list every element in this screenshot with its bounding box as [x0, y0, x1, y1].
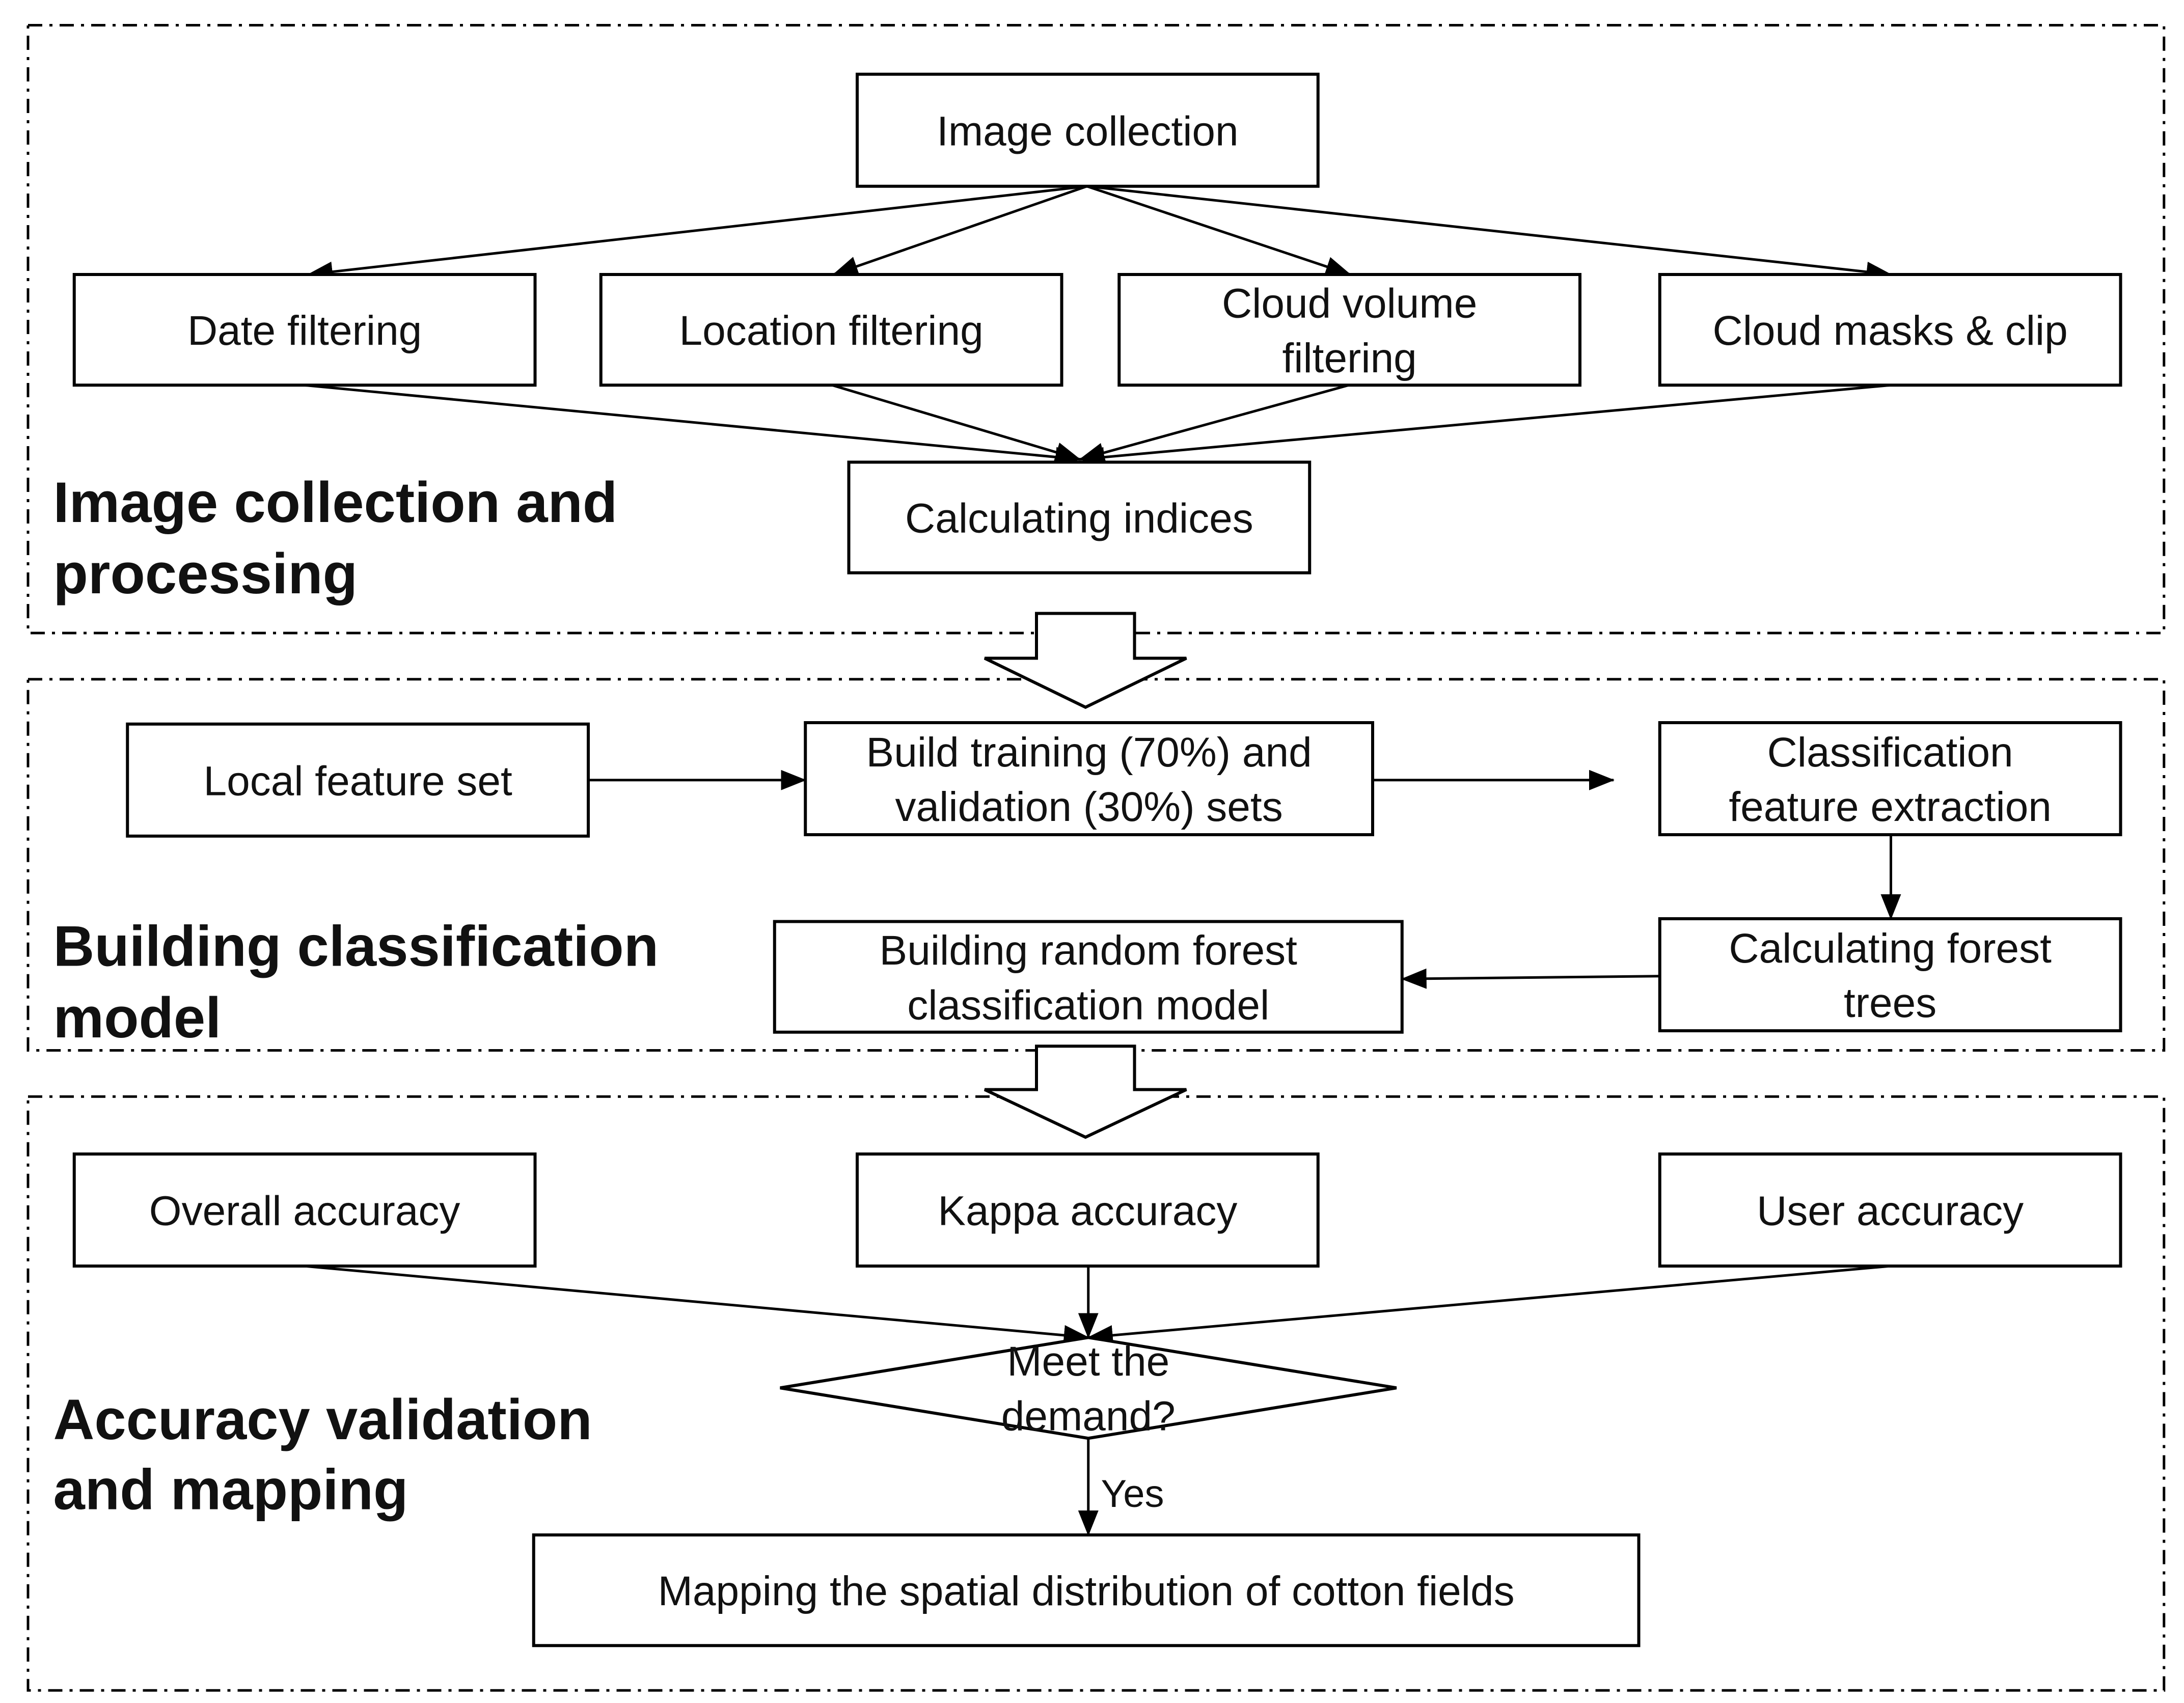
node-label-calculating-forest-trees-line-2: trees	[1844, 980, 1936, 1026]
edge-image-collection-to-cloud-masks-clip	[1086, 185, 1892, 282]
node-shape-mapping-cotton-fields	[532, 1533, 1641, 1647]
node-shape-cloud-masks-clip	[1658, 273, 2122, 387]
section-title-sec3-line-2: and mapping	[53, 1458, 408, 1522]
node-mapping-cotton-fields: Mapping the spatial distribution of cott…	[532, 1533, 1641, 1647]
node-label-calculating-forest-trees-line-1: Calculating forest	[1729, 925, 2052, 972]
node-shape-kappa-accuracy	[856, 1152, 1320, 1268]
node-calculating-forest-trees: Calculating forest trees	[1658, 917, 2122, 1032]
node-build-training-validation: Build training (70%) and validation (30%)…	[804, 721, 1374, 836]
node-label-build-training-validation-line-2: validation (30%) sets	[895, 784, 1283, 830]
node-image-collection: Image collection	[856, 72, 1320, 188]
node-calculating-indices: Calculating indices	[847, 460, 1312, 574]
node-label-building-rf-model-line-1: Building random forest	[880, 927, 1298, 974]
section-title-sec1-line-1: Image collection and	[53, 471, 618, 534]
edge-image-collection-to-location-filtering	[832, 185, 1087, 277]
edge-image-collection-to-date-filtering	[307, 185, 1087, 282]
node-classification-feature-extraction: Classification feature extraction	[1658, 721, 2122, 836]
node-shape-meet-the-demand	[780, 1336, 1397, 1440]
node-label-mapping-cotton-fields: Mapping the spatial distribution of cott…	[658, 1568, 1515, 1614]
node-cloud-volume-filtering: Cloud volume filtering	[1117, 273, 1581, 387]
edge-calculating-forest-trees-to-building-rf-model	[1401, 968, 1660, 989]
node-shape-image-collection	[856, 72, 1320, 188]
node-label-meet-the-demand-line-1: Meet the	[1007, 1338, 1169, 1385]
section-title-sec2-line-2: model	[53, 986, 222, 1050]
edge-date-filtering-to-calculating-indices	[304, 383, 1081, 468]
edge-location-filtering-to-calculating-indices	[831, 383, 1081, 462]
node-shape-calculating-indices	[847, 460, 1312, 574]
node-location-filtering: Location filtering	[599, 273, 1063, 387]
node-label-cloud-masks-clip: Cloud masks & clip	[1713, 308, 2068, 354]
node-label-cloud-volume-filtering-line-1: Cloud volume	[1222, 281, 1477, 327]
node-label-classification-feature-extraction-line-2: feature extraction	[1729, 784, 2052, 830]
node-label-calculating-indices: Calculating indices	[905, 496, 1253, 542]
node-local-feature-set: Local feature set	[126, 722, 590, 838]
section-frame-sec3	[26, 1095, 2166, 1692]
node-label-local-feature-set: Local feature set	[203, 758, 512, 804]
transition-arrow-sec1-to-sec2	[984, 612, 1187, 709]
node-shape-classification-feature-extraction	[1658, 721, 2122, 836]
node-label-build-training-validation-line-1: Build training (70%) and	[866, 729, 1312, 776]
node-label-overall-accuracy: Overall accuracy	[149, 1188, 460, 1234]
node-label-user-accuracy: User accuracy	[1757, 1188, 2024, 1234]
node-date-filtering: Date filtering	[72, 273, 537, 387]
edge-user-accuracy-to-meet-the-demand	[1087, 1265, 1891, 1345]
node-label-kappa-accuracy: Kappa accuracy	[938, 1188, 1237, 1234]
node-label-meet-the-demand-line-2: demand?	[1001, 1393, 1176, 1439]
node-shape-build-training-validation	[804, 721, 1374, 836]
node-cloud-masks-clip: Cloud masks & clip	[1658, 273, 2122, 387]
node-meet-the-demand: Meet the demand?	[780, 1336, 1397, 1440]
node-shape-local-feature-set	[126, 722, 590, 838]
node-label-cloud-volume-filtering-line-2: filtering	[1282, 335, 1416, 381]
node-shape-user-accuracy	[1658, 1152, 2122, 1268]
node-shape-location-filtering	[599, 273, 1063, 387]
node-kappa-accuracy: Kappa accuracy	[856, 1152, 1320, 1268]
edge-image-collection-to-cloud-volume-filtering	[1086, 185, 1351, 277]
node-shape-date-filtering	[72, 273, 537, 387]
node-label-date-filtering: Date filtering	[187, 308, 422, 354]
node-label-image-collection: Image collection	[937, 108, 1239, 154]
node-user-accuracy: User accuracy	[1658, 1152, 2122, 1268]
node-shape-building-rf-model	[773, 920, 1404, 1034]
edge-overall-accuracy-to-meet-the-demand	[304, 1265, 1089, 1345]
node-label-location-filtering: Location filtering	[679, 308, 984, 354]
edge-cloud-volume-filtering-to-calculating-indices	[1079, 383, 1349, 463]
section-title-sec1-line-2: processing	[53, 542, 358, 606]
node-overall-accuracy: Overall accuracy	[72, 1152, 537, 1268]
section-title-sec2-line-1: Building classification	[53, 915, 659, 978]
edge-cloud-masks-clip-to-calculating-indices	[1079, 383, 1891, 468]
transition-arrow-sec2-to-sec3	[984, 1045, 1187, 1139]
node-shape-calculating-forest-trees	[1658, 917, 2122, 1032]
node-building-rf-model: Building random forest classification mod…	[773, 920, 1404, 1034]
edge-label-meet-the-demand-to-mapping-cotton-fields: Yes	[1101, 1472, 1164, 1516]
section-title-sec3-line-1: Accuracy validation	[53, 1388, 592, 1451]
node-shape-overall-accuracy	[72, 1152, 537, 1268]
node-shape-cloud-volume-filtering	[1117, 273, 1581, 387]
node-label-classification-feature-extraction-line-1: Classification	[1767, 729, 2013, 776]
node-label-building-rf-model-line-2: classification model	[907, 982, 1269, 1028]
